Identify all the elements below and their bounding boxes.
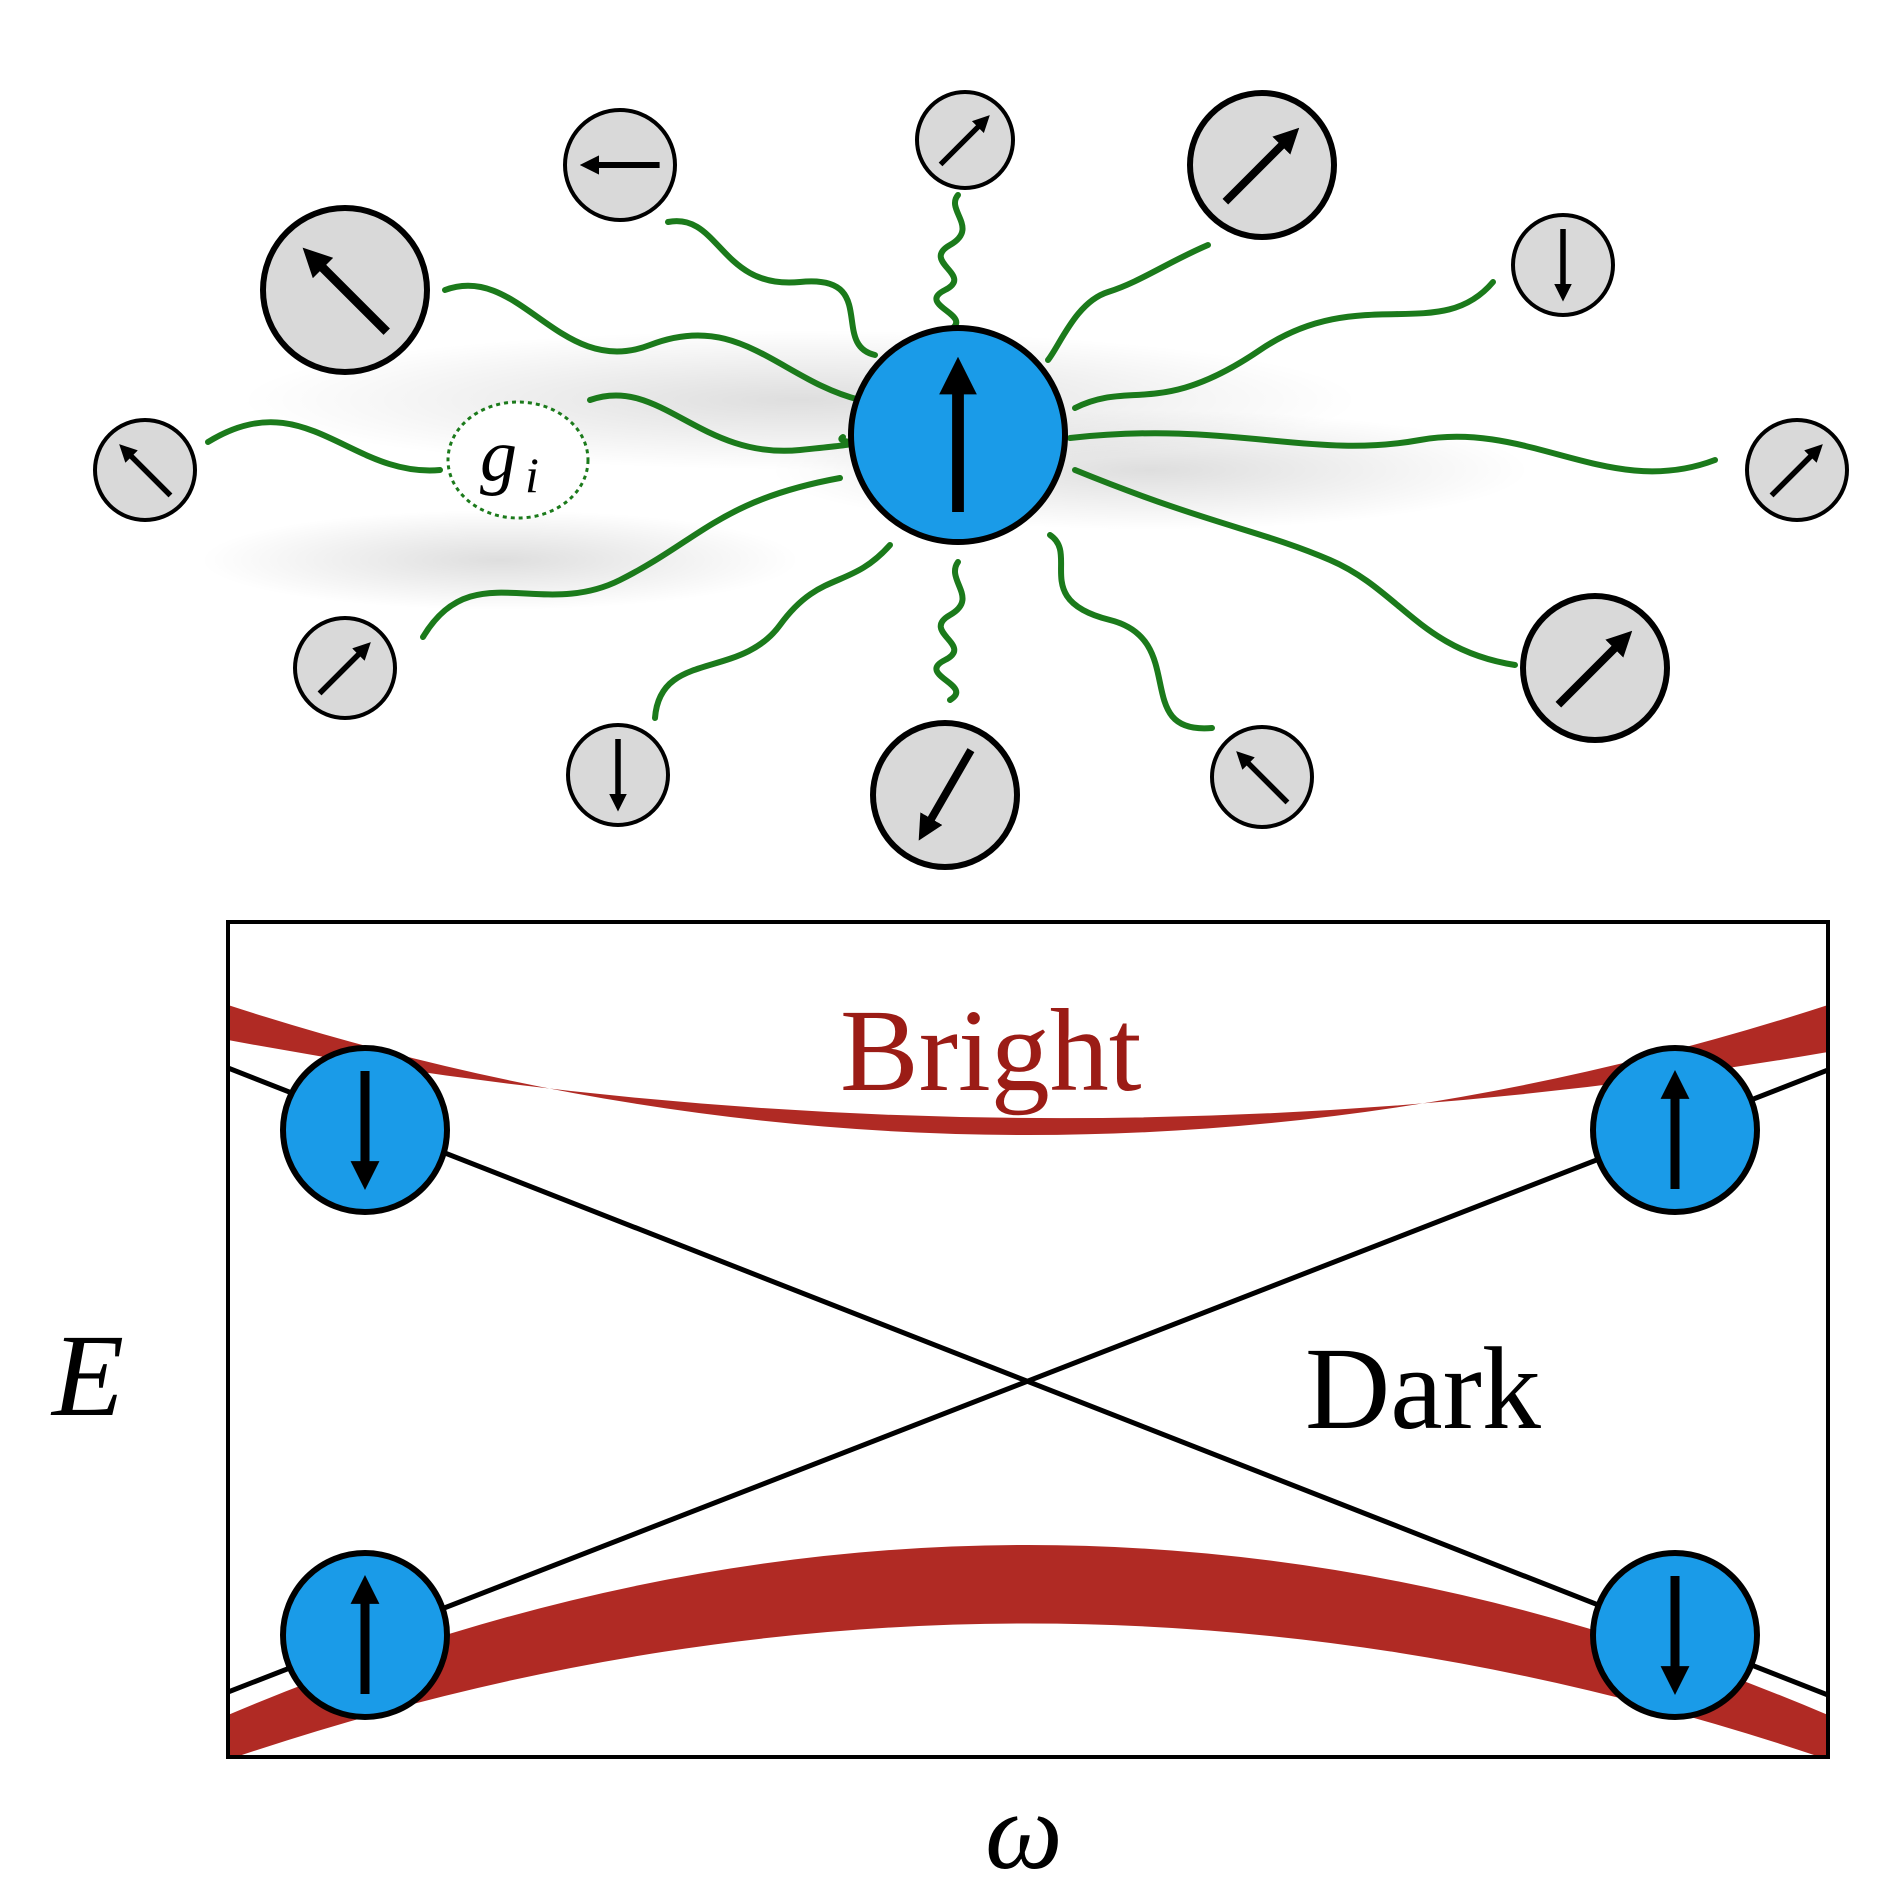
coupling-wire-12 [1047, 532, 1215, 732]
upper-bright-band [228, 1005, 1828, 1135]
coupling-wire-10 [652, 542, 893, 721]
spin-arrow-up-right-icon [938, 115, 990, 167]
bath-spin-9 [566, 723, 670, 827]
coupling-subscript: i [525, 447, 539, 503]
spin-arrow-up-left-icon [302, 247, 390, 335]
coupling-wire-7 [1067, 430, 1718, 475]
coupling-symbol: g [480, 415, 517, 497]
coupling-wire-5 [205, 419, 443, 474]
energy-diagram: Bright Dark E ω [50, 920, 1830, 1891]
frequency-axis-label: ω [985, 1770, 1063, 1891]
dark-line-ascending [228, 1067, 1828, 1695]
coupling-wire-3 [1045, 242, 1211, 363]
spin-arrow-up-right-icon [317, 642, 371, 696]
branch-spin-1 [1590, 1045, 1760, 1215]
spin-arrow-up-right-icon [1555, 630, 1633, 708]
spin-arrow-down-left-icon [918, 748, 975, 841]
plot-frame [226, 920, 1830, 1759]
bath-spin-8 [1520, 593, 1670, 743]
dark-label: Dark [1305, 1323, 1541, 1454]
coupling-wire-8 [420, 475, 843, 640]
coupling-wire-1 [665, 218, 878, 358]
energy-axis-label: E [50, 1310, 124, 1441]
bath-spin-5 [93, 418, 197, 522]
lower-bright-band [228, 1545, 1828, 1757]
bath-spin-2 [915, 90, 1015, 190]
bath-spins [93, 90, 1849, 870]
branch-spin-2 [280, 1550, 450, 1720]
bath-spin-0 [260, 205, 430, 375]
bath-spin-6 [1745, 418, 1849, 522]
branch-spin-3 [1590, 1550, 1760, 1720]
coupling-wire-4 [1072, 279, 1496, 411]
bright-label: Bright [840, 985, 1142, 1116]
spin-arrow-up-left-icon [1236, 751, 1290, 805]
coupling-wires [205, 192, 1718, 732]
coupling-wire-2 [933, 192, 966, 333]
branch-spins [280, 1045, 1760, 1720]
bath-spin-4 [1511, 213, 1615, 317]
bath-spin-7 [293, 616, 397, 720]
spin-arrow-up-left-icon [119, 444, 173, 498]
coupling-wire-0 [442, 282, 863, 403]
central-spin-node [848, 325, 1068, 545]
central-spin [848, 325, 1068, 545]
bath-spin-1 [563, 108, 677, 222]
bath-spin-3 [1187, 90, 1337, 240]
coupling-wire-9 [1072, 467, 1518, 668]
spin-arrow-up-right-icon [1769, 444, 1823, 498]
bath-spin-11 [1210, 725, 1314, 829]
branch-spin-0 [280, 1045, 450, 1215]
bath-spin-10 [870, 720, 1020, 870]
coupling-wire-11 [933, 559, 966, 703]
spin-arrow-up-right-icon [1222, 127, 1300, 205]
coupling-label: g i [446, 400, 590, 520]
